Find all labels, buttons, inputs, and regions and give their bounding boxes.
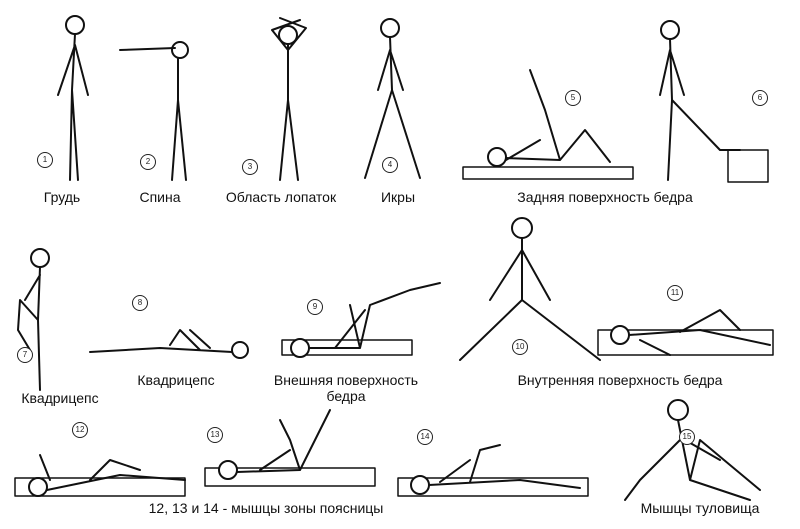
label-quadriceps-standing: Квадрицепс <box>21 390 99 406</box>
exercise-mat <box>281 339 413 356</box>
figure-quadriceps-lying <box>89 329 249 359</box>
label-quadriceps-lying: Квадрицепс <box>137 372 215 388</box>
label-outer-thigh-line1: Внешняя поверхность <box>273 372 419 388</box>
figure-lower-back-13 <box>204 409 376 487</box>
label-inner-thigh: Внутренняя поверхность бедра <box>517 372 723 388</box>
figure-back <box>119 41 189 181</box>
figure-lying-twist <box>597 309 774 356</box>
exercise-number: 9 <box>307 299 323 315</box>
exercise-number: 6 <box>752 90 768 106</box>
label-calves: Икры <box>380 189 416 205</box>
exercise-number: 8 <box>132 295 148 311</box>
figure-trunk <box>624 399 761 501</box>
figure-lower-back-12 <box>14 454 186 497</box>
figure-head <box>28 477 48 497</box>
exercise-mat <box>397 477 589 497</box>
figure-chest <box>57 15 89 181</box>
figure-calves <box>364 18 421 179</box>
exercise-number: 15 <box>679 429 695 445</box>
exercise-mat <box>204 467 376 487</box>
figure-head <box>171 41 189 59</box>
exercise-number: 3 <box>242 159 258 175</box>
label-trunk: Мышцы туловища <box>640 500 760 516</box>
figure-head <box>218 460 238 480</box>
exercise-number: 10 <box>512 339 528 355</box>
label-back: Спина <box>139 189 181 205</box>
exercise-number: 2 <box>140 154 156 170</box>
label-hamstrings: Задняя поверхность бедра <box>517 189 693 205</box>
figure-head <box>65 15 85 35</box>
label-lower-back: 12, 13 и 14 - мышцы зоны поясницы <box>148 500 384 516</box>
figure-hamstrings <box>462 69 634 180</box>
figure-head <box>487 147 507 167</box>
figure-quadriceps-standing <box>17 248 50 391</box>
label-chest: Грудь <box>43 189 81 205</box>
exercise-mat <box>462 166 634 180</box>
exercise-mat <box>727 149 769 183</box>
exercise-mat <box>14 477 186 497</box>
figure-head <box>290 338 310 358</box>
exercise-number: 12 <box>72 422 88 438</box>
figure-shoulder-blades <box>271 17 307 181</box>
figure-hamstrings-standing <box>659 20 769 183</box>
figure-inner-thigh <box>459 217 601 361</box>
exercise-number: 7 <box>17 347 33 363</box>
figure-head <box>231 341 249 359</box>
figure-head <box>380 18 400 38</box>
exercise-number: 13 <box>207 427 223 443</box>
exercise-number: 14 <box>417 429 433 445</box>
figure-head <box>667 399 689 421</box>
label-outer-thigh: Внешняя поверхность бедра <box>274 372 418 404</box>
exercise-number: 11 <box>667 285 683 301</box>
figure-head <box>660 20 680 40</box>
exercise-number: 1 <box>37 152 53 168</box>
figure-head <box>610 325 630 345</box>
figure-lower-back-14 <box>397 444 589 497</box>
figure-outer-thigh <box>281 282 441 358</box>
figure-head <box>30 248 50 268</box>
figure-head <box>511 217 533 239</box>
exercise-number: 4 <box>382 157 398 173</box>
exercise-number: 5 <box>565 90 581 106</box>
label-outer-thigh-line2: бедра <box>326 388 366 404</box>
label-shoulder-blades: Область лопаток <box>225 189 337 205</box>
figure-head <box>410 475 430 495</box>
